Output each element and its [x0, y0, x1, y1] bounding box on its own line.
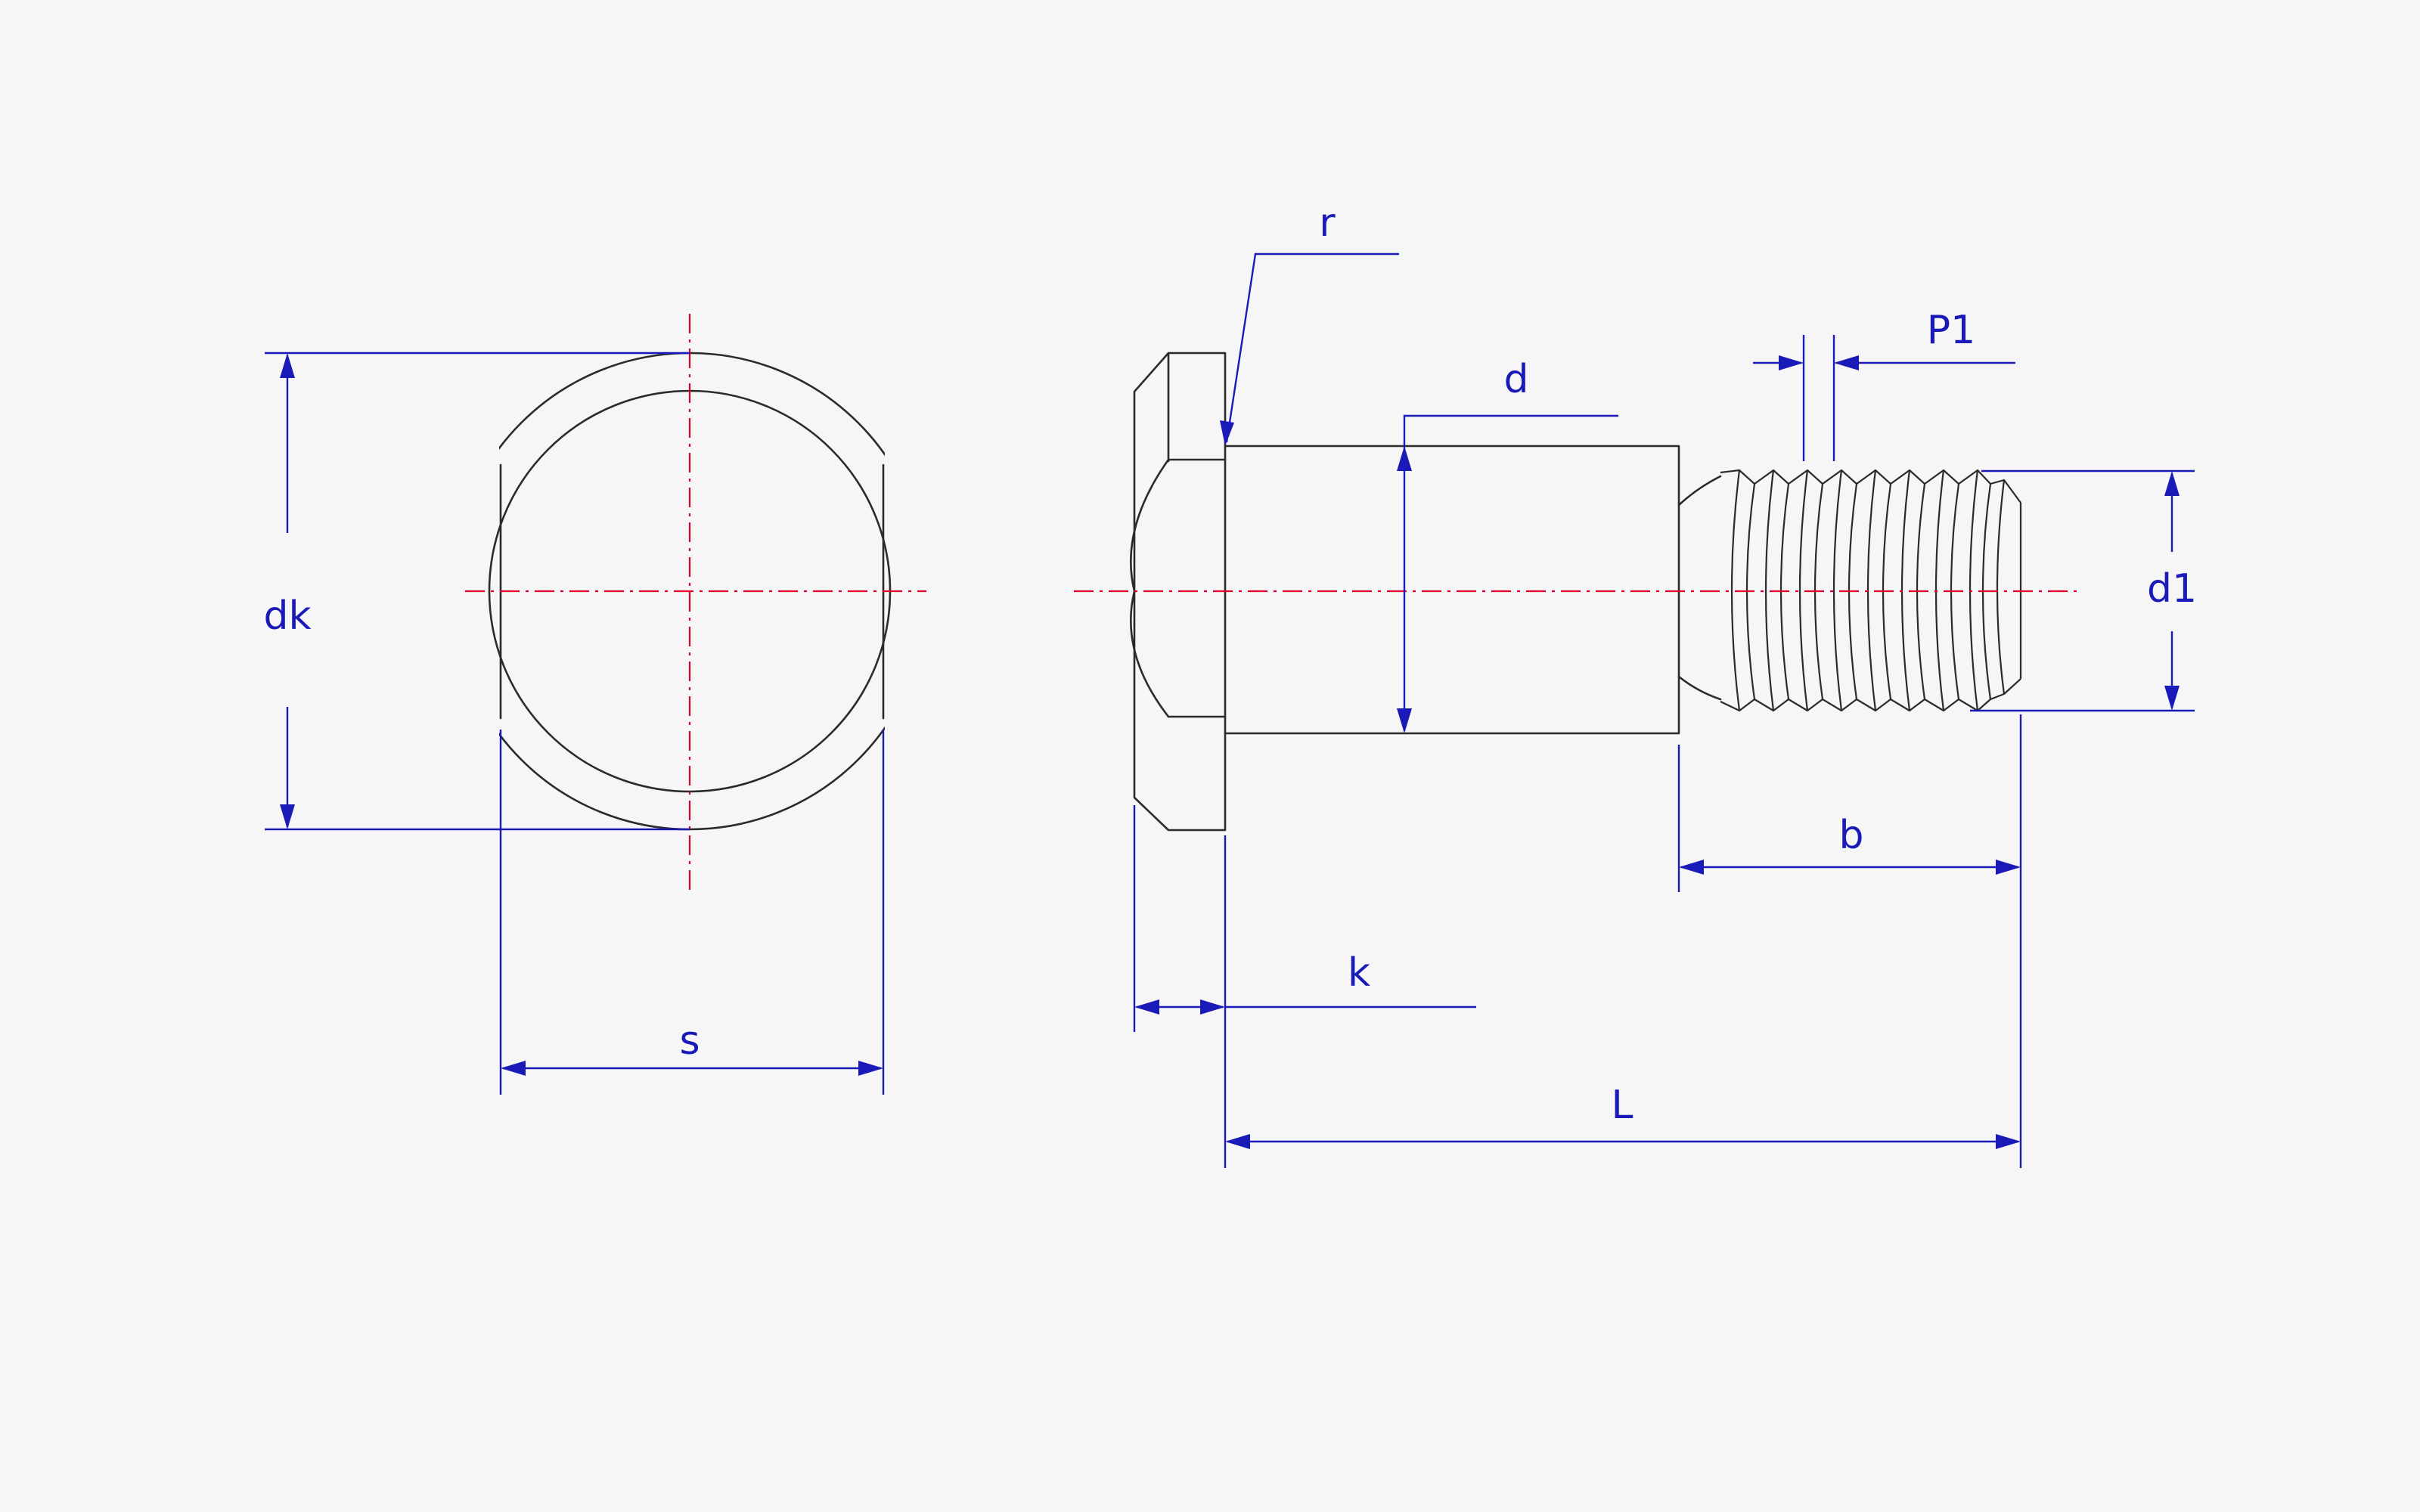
label-d1: d1: [2147, 566, 2197, 612]
head-side-outline: [1133, 352, 1227, 832]
dim-k: k: [1133, 805, 1476, 1168]
dim-d: d: [1397, 357, 1618, 733]
label-r: r: [1319, 200, 1336, 246]
label-P1: P1: [1927, 308, 1975, 353]
dim-d1: d1: [1970, 469, 2197, 712]
label-k: k: [1348, 950, 1370, 996]
shank-outline: [1224, 445, 1680, 735]
dim-P1: P1: [1753, 308, 2015, 461]
dim-b: b: [1677, 714, 2022, 1168]
head-dome-arc: [1130, 458, 1170, 718]
label-d: d: [1503, 357, 1528, 402]
thread-section: [1720, 469, 2022, 712]
label-dk: dk: [263, 593, 311, 639]
dim-s: s: [499, 730, 885, 1095]
dim-dk: dk: [263, 352, 690, 831]
dim-L: L: [1225, 1083, 2021, 1149]
dim-r: r: [1220, 200, 1399, 446]
thread-neck: [1677, 475, 1722, 701]
label-L: L: [1612, 1083, 1634, 1128]
label-s: s: [679, 1018, 700, 1064]
label-b: b: [1838, 813, 1863, 858]
